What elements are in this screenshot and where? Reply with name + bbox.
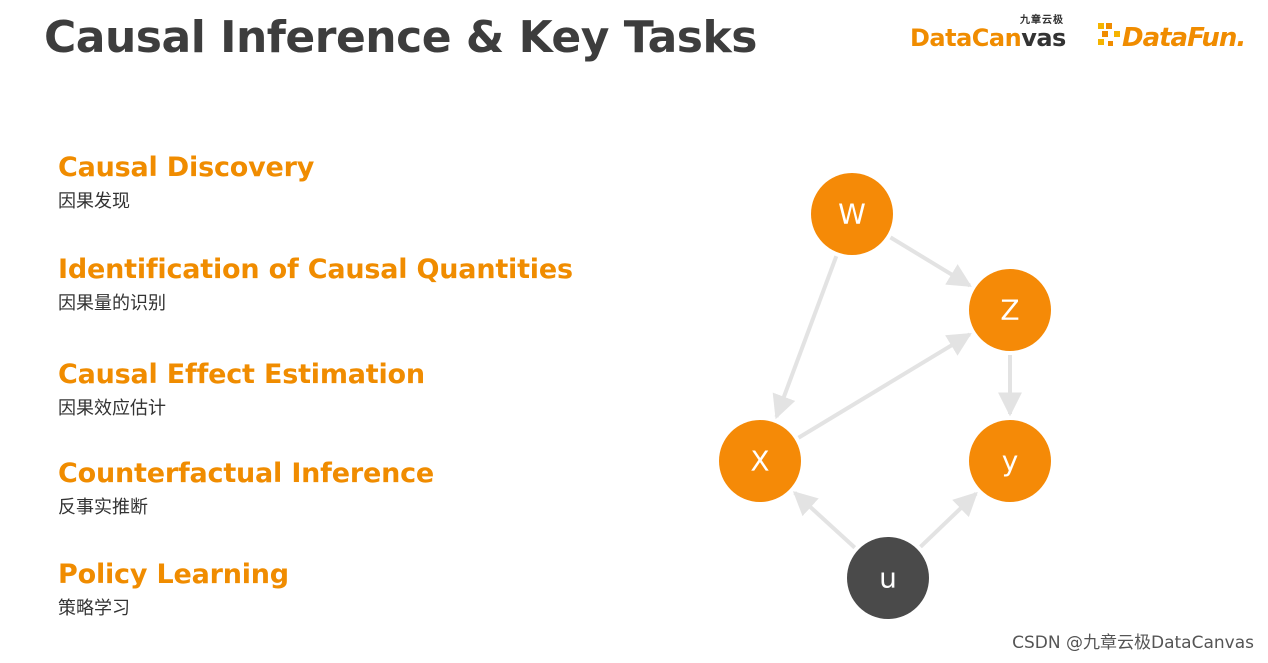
task-subtitle: 因果量的识别 (58, 293, 166, 314)
task-title: Causal Discovery (58, 152, 315, 183)
edge-W-to-Z (889, 235, 972, 288)
task-item: Policy Learning 策略学习 (58, 559, 289, 620)
node-X: X (719, 420, 801, 502)
node-u: u (847, 537, 929, 619)
datafun-logo: DataFun. (1122, 23, 1246, 53)
node-label: u (879, 562, 897, 595)
node-label: y (1002, 445, 1019, 478)
task-title: Counterfactual Inference (58, 458, 435, 489)
node-label: W (838, 198, 866, 231)
task-subtitle: 因果发现 (58, 191, 130, 212)
edge-u-to-y (919, 491, 978, 549)
node-label: Z (1000, 294, 1019, 327)
datacanvas-logo-cn: 九章云极 (1020, 15, 1064, 26)
node-Z: Z (969, 269, 1051, 351)
watermark: CSDN @九章云极DataCanvas (1012, 633, 1254, 653)
task-title: Policy Learning (58, 559, 289, 590)
datafun-mark-icon (1098, 23, 1120, 46)
task-item: Causal Effect Estimation 因果效应估计 (58, 359, 425, 420)
task-subtitle: 策略学习 (58, 598, 130, 619)
node-circle (811, 173, 893, 255)
edge-W-to-X (772, 255, 839, 420)
task-subtitle: 反事实推断 (58, 497, 148, 518)
node-circle (969, 269, 1051, 351)
task-item: Counterfactual Inference 反事实推断 (58, 458, 434, 519)
task-title: Identification of Causal Quantities (58, 254, 573, 285)
datacanvas-logo-front: DataCan (910, 24, 1022, 52)
datacanvas-logo-back: vas (1021, 24, 1066, 52)
edge-u-to-X (792, 491, 857, 550)
node-label: X (750, 445, 769, 478)
task-subtitle: 因果效应估计 (58, 398, 166, 419)
node-circle (847, 537, 929, 619)
node-circle (719, 420, 801, 502)
task-item: Causal Discovery 因果发现 (58, 152, 314, 213)
node-circle (969, 420, 1051, 502)
page-title: Causal Inference & Key Tasks (44, 12, 757, 63)
node-W: W (811, 173, 893, 255)
edge-layer (772, 235, 1022, 550)
task-title: Causal Effect Estimation (58, 359, 425, 390)
edge-X-to-Z (797, 332, 972, 440)
datacanvas-logo: DataCanvas (910, 24, 1066, 52)
task-item: Identification of Causal Quantities 因果量的… (58, 254, 573, 315)
brand-logos: DataCanvas 九章云极 DataFun. (906, 10, 1258, 60)
node-y: y (969, 420, 1051, 502)
